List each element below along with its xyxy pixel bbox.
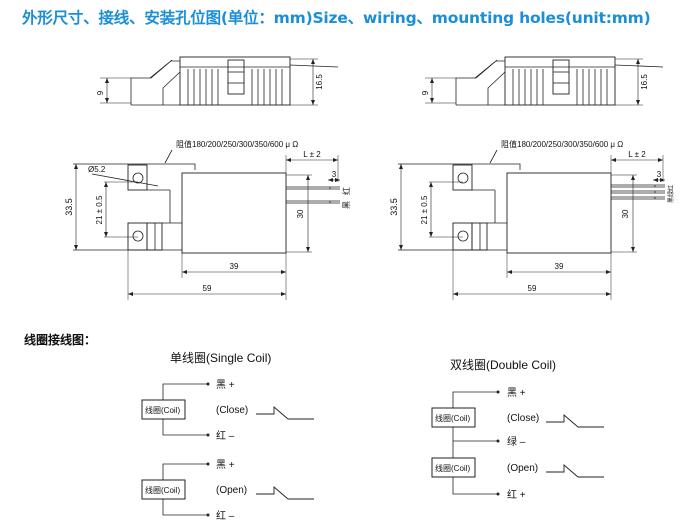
leader-line — [164, 149, 173, 164]
wiring-heading: 线圈接线图： — [24, 332, 96, 347]
terminal-green-minus: 绿 – — [507, 435, 526, 448]
open-switch-symbol — [256, 486, 314, 500]
dim-16-5-label: 16.5 — [640, 74, 649, 90]
mounting-hole — [132, 172, 144, 184]
coil-box — [141, 479, 186, 500]
dim-3-label: 3 — [332, 170, 337, 179]
dim-39-label: 39 — [230, 262, 239, 271]
front-body — [506, 172, 612, 254]
dim-9-label: 9 — [421, 90, 430, 95]
dim-9-label: 9 — [96, 90, 105, 95]
lower-tab — [452, 222, 473, 251]
close-switch-symbol — [256, 406, 314, 420]
dim-33-5-label: 33.5 — [389, 198, 399, 216]
coil-lead — [162, 463, 208, 516]
dim-3-label: 3 — [657, 170, 662, 179]
terminal-dot — [496, 492, 500, 496]
terminal-dot — [206, 382, 210, 386]
front-bracket — [73, 163, 196, 251]
dim-9-arrows — [105, 78, 109, 103]
side-wire — [289, 64, 339, 68]
front-body — [181, 172, 287, 254]
dim-21-label: 21 ± 0.5 — [95, 195, 104, 224]
side-view-bracket — [455, 59, 506, 105]
single-coil-title: 单线圈(Single Coil) — [170, 351, 271, 365]
coil-label: 线圈(Coil) — [435, 463, 470, 473]
switch-state-label: (Open) — [216, 485, 247, 496]
wire-label-2: 黑 — [668, 197, 675, 203]
mounting-hole — [132, 230, 144, 242]
dim-3-arrows — [328, 178, 340, 182]
side-view-body — [179, 56, 291, 106]
coil-box — [431, 407, 476, 428]
coil-label: 线圈(Coil) — [435, 413, 470, 423]
side-wire — [614, 64, 664, 68]
page-title: 外形尺寸、接线、安装孔位图(单位：mm)Size、wiring、mounting… — [22, 9, 651, 27]
upper-tab — [452, 164, 473, 191]
leader-line — [91, 173, 159, 187]
close-switch-symbol — [546, 414, 604, 428]
switch-state-open: (Open) — [507, 463, 538, 474]
coil-label: 线圈(Coil) — [145, 405, 180, 415]
terminal-dot — [206, 513, 210, 517]
coil-label: 线圈(Coil) — [145, 485, 180, 495]
dim-L-label: L ± 2 — [628, 150, 646, 159]
dim-30-label: 30 — [621, 209, 630, 218]
double-coil-title: 双线圈(Double Coil) — [450, 358, 556, 372]
resistance-label: 阻值180/200/250/300/350/600 μ Ω — [176, 139, 298, 149]
terminal-red-minus: 红 – — [216, 509, 235, 522]
terminal-dot — [496, 439, 500, 443]
dim-16-5-label: 16.5 — [315, 74, 324, 90]
wire-label-0: 红 — [341, 187, 351, 195]
side-view-window — [552, 59, 570, 95]
dim-21-label: 21 ± 0.5 — [420, 195, 429, 224]
leader-line — [489, 149, 498, 164]
dim-16-5-arrows — [636, 59, 640, 105]
dim-59-label: 59 — [203, 284, 212, 293]
side-view-bracket — [130, 59, 181, 105]
open-switch-symbol — [546, 464, 604, 478]
dim-30-label: 30 — [296, 209, 305, 218]
dim-33-5-label: 33.5 — [64, 198, 74, 216]
hole-diameter-label: Ø5.2 — [88, 165, 106, 174]
dim-3-arrows — [653, 178, 665, 182]
dim-39-label: 39 — [555, 262, 564, 271]
upper-tab — [127, 164, 148, 191]
side-view-body — [504, 56, 616, 106]
terminal-black-plus: 黑 + — [507, 387, 526, 399]
terminal-red-plus: 红 + — [507, 488, 526, 501]
resistance-label: 阻值180/200/250/300/350/600 μ Ω — [501, 139, 623, 149]
terminal-dot — [496, 390, 500, 394]
wire-label-1: 绿 — [667, 191, 675, 197]
switch-state-close: (Close) — [507, 413, 539, 424]
mounting-hole — [457, 230, 469, 242]
coil-box — [141, 399, 186, 420]
wire-label-0: 红 — [667, 185, 675, 191]
wire-label-1: 黑 — [342, 201, 351, 209]
dim-L-label: L ± 2 — [303, 150, 321, 159]
terminal-black-plus: 黑 + — [216, 379, 235, 391]
terminal-black-plus: 黑 + — [216, 459, 235, 471]
drawing-1: 9 16.5 39 59 33.5 21 ± 0.5 30 L ± 2 3红黑 阻值180/200… — [64, 56, 351, 300]
terminal-dot — [206, 433, 210, 437]
mounting-hole — [457, 172, 469, 184]
coil-lead — [162, 383, 208, 436]
switch-state-label: (Close) — [216, 405, 248, 416]
front-bracket — [398, 163, 521, 251]
side-view-window — [227, 59, 245, 95]
coil-box — [431, 457, 476, 478]
dim-59-label: 59 — [528, 284, 537, 293]
dim-9-arrows — [430, 78, 434, 103]
lower-tab — [127, 222, 148, 251]
terminal-red-minus: 红 – — [216, 429, 235, 442]
dim-16-5-arrows — [311, 59, 315, 105]
lower-tab-side — [471, 222, 488, 251]
terminal-dot — [206, 462, 210, 466]
lower-tab-side — [146, 222, 163, 251]
coil-lead — [452, 391, 498, 495]
